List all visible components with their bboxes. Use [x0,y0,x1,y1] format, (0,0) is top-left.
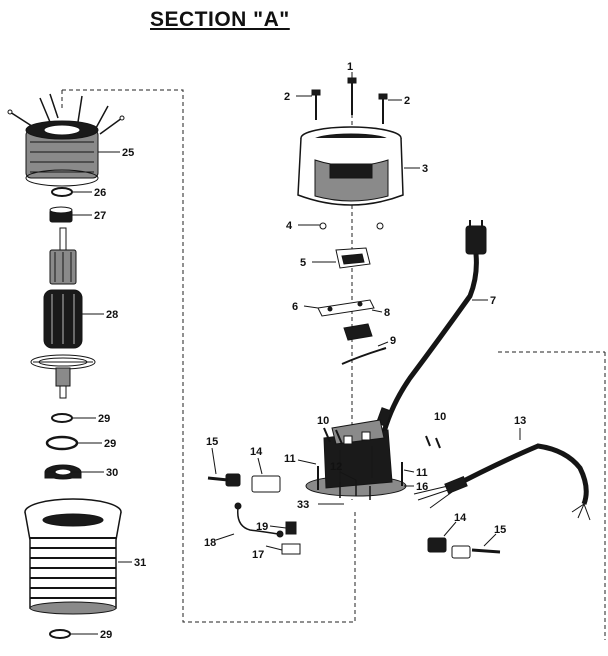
callout-18: 18 [204,537,216,549]
motor-housing-part [24,498,122,615]
callout-26: 26 [94,187,106,199]
callout-1: 1 [347,61,353,73]
ball-bearing-part [44,464,82,480]
small-bearing-part [49,206,73,223]
strain-relief-left-part [207,473,281,493]
callout-9: 9 [390,335,396,347]
callout-11-right: 11 [416,467,428,479]
callout-10-left: 10 [317,415,329,427]
brush-cover-part [297,126,404,206]
field-coil-part [7,93,125,187]
power-cord-part [375,220,487,463]
strain-relief-right-part [427,537,501,559]
callout-19: 19 [256,521,268,533]
callout-13: 13 [514,415,526,427]
callout-15-right: 15 [494,524,506,536]
callout-2-left: 2 [284,91,290,103]
callout-29-top: 29 [98,413,110,425]
callout-8: 8 [384,307,390,319]
screws-10-11-12 [317,427,441,500]
o-ring-part [45,435,79,451]
callout-25: 25 [122,147,134,159]
snap-ring-part [51,413,73,423]
callout-14-left: 14 [250,446,263,458]
callout-6: 6 [292,301,298,313]
callout-3: 3 [422,163,428,175]
washer-part [51,187,73,197]
lead-cord-part [413,443,591,521]
wire-lead-part [341,347,387,365]
callout-17: 17 [252,549,264,561]
callout-29-bottom: 29 [100,629,112,641]
callout-4: 4 [286,220,293,232]
brush-spring-part [317,299,375,317]
callout-5: 5 [300,257,306,269]
bottom-snap-ring-part [49,629,71,639]
callout-31: 30 [106,467,118,479]
section-title: SECTION "A" [150,8,290,31]
callout-33: 33 [297,499,309,511]
callout-30: 29 [104,438,116,450]
brush-holder-part [335,247,371,269]
brush-part [343,323,373,341]
callout-32: 31 [134,557,146,569]
callout-labels: 25 26 27 28 29 29 30 31 29 1 2 2 3 4 5 6… [70,61,526,641]
callout-10-right: 10 [434,411,446,423]
switch-part [234,502,301,555]
screws-1-2 [311,77,388,124]
callout-27: 27 [94,210,106,222]
callout-28: 28 [106,309,118,321]
callout-16: 16 [416,481,428,493]
grommets-part [319,222,384,230]
callout-14-right: 14 [454,512,467,524]
callout-12: 12 [330,461,342,473]
armature-part [30,227,96,399]
callout-2-right: 2 [404,95,410,107]
callout-11-left: 11 [284,453,296,465]
callout-7: 7 [490,295,496,307]
callout-15-left: 15 [206,436,218,448]
